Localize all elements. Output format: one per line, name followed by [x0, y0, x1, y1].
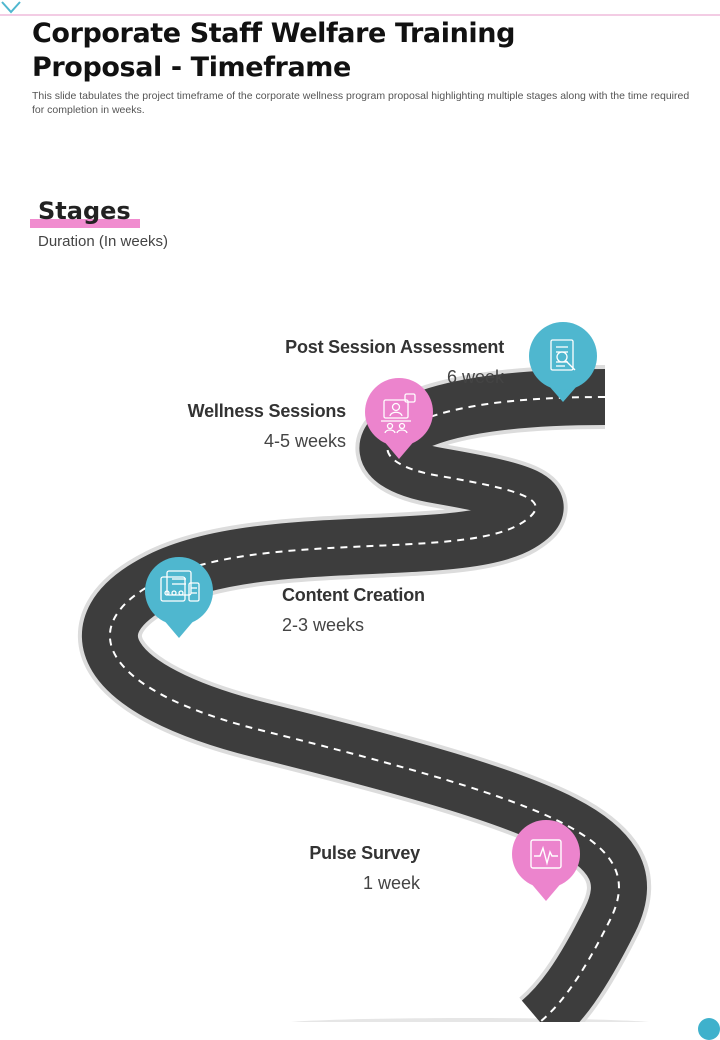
stage-duration: 6 week [446, 367, 504, 387]
stages-subheading: Duration (In weeks) [38, 233, 169, 250]
road-asphalt [82, 369, 647, 1040]
stage-name: Content Creation [282, 585, 425, 605]
corner-leaf-icon [1, 1, 21, 14]
corner-dot [698, 1018, 720, 1040]
stage-pulse-survey: Pulse Survey 1 week [120, 842, 420, 894]
pin-pulse-survey [512, 820, 580, 901]
content-creation-icon [160, 570, 200, 602]
stage-duration: 1 week [362, 873, 420, 893]
road-centerline [108, 396, 620, 1023]
pin-wellness-sessions [365, 378, 433, 459]
page-title: Corporate Staff Welfare Training Proposa… [32, 18, 516, 83]
stage-post-session-assessment: Post Session Assessment 6 week [204, 336, 504, 388]
stage-wellness-sessions: Wellness Sessions 4-5 weeks [46, 400, 347, 452]
stages-heading: Stages [38, 197, 131, 225]
pin-content-creation [145, 557, 213, 638]
assessment-report-icon [550, 339, 576, 371]
stage-duration: 4-5 weeks [263, 431, 346, 451]
page-subtitle: This slide tabulates the project timefra… [32, 90, 690, 116]
pin-post-session-assessment [529, 322, 597, 402]
stage-name: Post Session Assessment [285, 337, 504, 357]
top-rule [0, 14, 720, 16]
online-session-icon [381, 393, 416, 434]
stage-name: Pulse Survey [309, 843, 420, 863]
stage-content-creation: Content Creation 2-3 weeks [282, 584, 582, 636]
stage-duration: 2-3 weeks [282, 615, 365, 635]
pulse-survey-icon [530, 839, 562, 869]
stage-name: Wellness Sessions [187, 401, 347, 421]
